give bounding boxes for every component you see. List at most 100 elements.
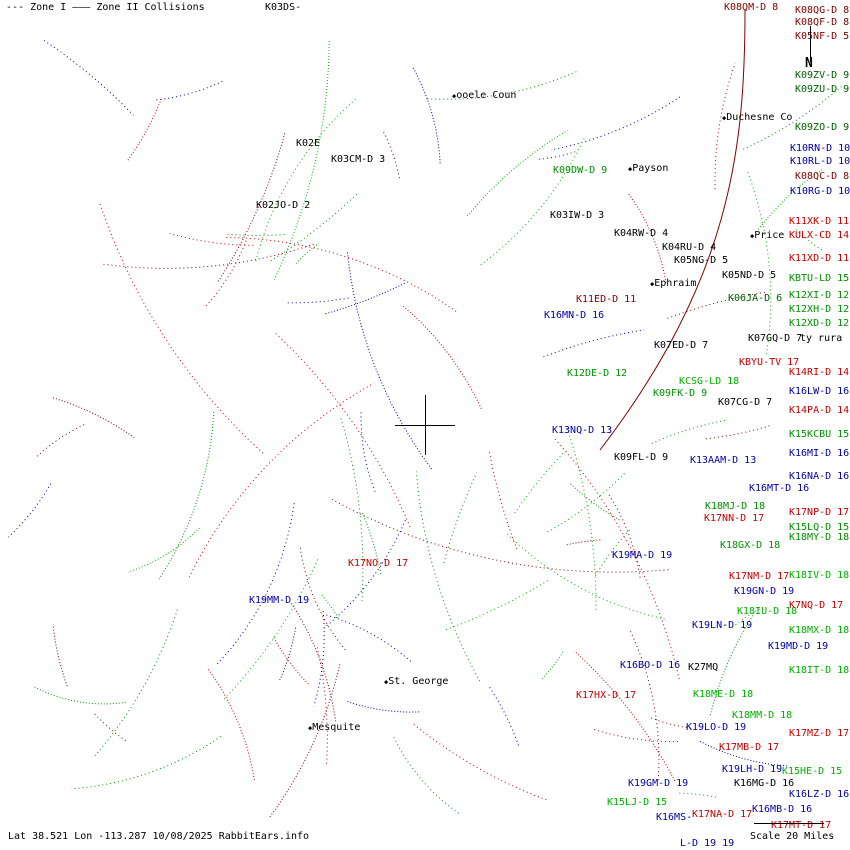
station-label[interactable]: K08QM-D 8 [724,2,779,13]
coverage-contour [325,282,405,315]
station-label[interactable]: K10RN-D 10 [790,143,850,154]
station-label[interactable]: K17MZ-D 17 [789,728,850,739]
station-label[interactable]: KBTU-LD 15 [789,273,850,284]
station-label[interactable]: K06JA-D 6 [728,293,783,304]
station-label[interactable]: K17NN-D 17 [704,513,765,524]
station-label[interactable]: K03DS- [265,2,302,13]
station-label[interactable]: K11ED-D 11 [576,294,637,305]
coverage-contour [285,297,349,304]
station-label[interactable]: K19LH-D 19 [722,764,783,775]
station-label[interactable]: K19MA-D 19 [612,550,673,561]
station-label[interactable]: K13AAM-D 13 [690,455,757,466]
station-label[interactable]: K09ZV-D 9 [795,70,850,81]
coverage-contour [383,131,401,180]
station-label[interactable]: K16LZ-D 16 [789,789,850,800]
station-label[interactable]: K11XD-D 11 [789,253,850,264]
station-label[interactable]: K04RU-D 4 [662,242,717,253]
station-label[interactable]: K09FL-D 9 [614,452,669,463]
station-label[interactable]: K18IT-D 18 [789,665,850,676]
station-label[interactable]: K09FK-D 9 [653,388,708,399]
station-label[interactable]: KULX-CD 14 [789,230,850,241]
station-label[interactable]: K11XK-D 11 [789,216,850,227]
station-label[interactable]: K14RI-D 14 [789,367,850,378]
station-label[interactable]: K17MB-D 17 [719,742,780,753]
station-label[interactable]: K14PA-D 14 [789,405,850,416]
station-label[interactable]: K19GN-D 19 [734,586,795,597]
station-label[interactable]: K07ED-D 7 [654,340,709,351]
station-label[interactable]: K10RL-D 10 [790,156,850,167]
coverage-contour [71,735,221,790]
station-label[interactable]: KBYU-TV 17 [739,357,800,368]
station-label[interactable]: K15HE-D 15 [782,766,843,777]
station-label[interactable]: K08QG-D 8 [795,5,850,16]
station-label[interactable]: K10RG-D 10 [790,186,850,197]
station-label[interactable]: K16BO-D 16 [620,660,681,671]
station-label[interactable]: K09ZO-D 9 [795,122,850,133]
station-label[interactable]: K19GM-D 19 [628,778,689,789]
coverage-contour [679,792,717,798]
station-label[interactable]: K19MD-D 19 [768,641,829,652]
station-label[interactable]: K15LJ-D 15 [607,797,668,808]
station-label[interactable]: K03IW-D 3 [550,210,605,221]
station-label[interactable]: K19MM-D 19 [249,595,310,606]
station-label[interactable]: K16MN-D 16 [544,310,605,321]
station-label[interactable]: K07CG-D 7 [718,397,773,408]
station-label[interactable]: K08QF-D 8 [795,17,850,28]
station-label[interactable]: K27MQ [688,662,719,673]
station-label[interactable]: K7NQ-D 17 [789,600,844,611]
station-label[interactable]: K18MM-D 18 [732,710,793,721]
station-label[interactable]: K19LN-D 19 [692,620,753,631]
station-label[interactable]: K18GX-D 18 [720,540,781,551]
station-label[interactable]: K05NF-D 5 [795,31,850,42]
station-label[interactable]: K02E [296,138,321,149]
station-label[interactable]: K17HX-D 17 [576,690,637,701]
station-label[interactable]: K12DE-D 12 [567,368,628,379]
station-label[interactable]: K09ZU-D 9 [795,84,850,95]
station-label[interactable]: K16MB-D 16 [752,804,813,815]
city-marker-icon: ◆ [308,724,313,732]
coverage-contour [361,512,382,576]
station-label[interactable]: K17NA-D 17 [692,809,753,820]
station-label[interactable]: K17NM-D 17 [729,571,790,582]
station-label[interactable]: K12XD-D 12 [789,318,850,329]
station-label[interactable]: K17MT-D 17 [771,820,832,831]
station-label[interactable]: K18MY-D 18 [789,532,850,543]
station-label[interactable]: K19LO-D 19 [686,722,747,733]
station-label[interactable]: K15KCBU 15 [789,429,850,440]
map-legend: --- Zone I ——— Zone II Collisions [6,2,205,13]
station-label[interactable]: K18IV-D 18 [789,570,850,581]
station-label[interactable]: K16MG-D 16 [734,778,795,789]
station-label[interactable]: K18ME-D 18 [693,689,754,700]
station-label[interactable]: K18IU-D 18 [737,606,798,617]
station-label[interactable]: K16LW-D 16 [789,386,850,397]
station-label[interactable]: K02JO-D 2 [256,200,311,211]
station-label[interactable]: K12XH-D 12 [789,304,850,315]
station-label[interactable]: K16NA-D 16 [789,471,850,482]
station-label[interactable]: K04RW-D 4 [614,228,669,239]
coverage-contour [704,425,770,440]
station-label[interactable]: K17NP-D 17 [789,507,850,518]
station-label[interactable]: K16MS- [656,812,693,823]
station-label[interactable]: KCSG-LD 18 [679,376,740,387]
coverage-contour [593,728,678,743]
station-label[interactable]: K17NO-D 17 [348,558,409,569]
coverage-contour [273,40,330,280]
station-label[interactable]: K09DW-D 9 [553,165,608,176]
station-label[interactable]: K07GQ-D 7 [748,333,803,344]
station-label[interactable]: K13NQ-D 13 [552,425,613,436]
station-label[interactable]: K08QC-D 8 [795,171,850,182]
station-label[interactable]: K16MT-D 16 [749,483,810,494]
station-label[interactable]: K16MI-D 16 [789,448,850,459]
station-label[interactable]: K05NG-D 5 [674,255,729,266]
station-label[interactable]: K12XI-D 12 [789,290,850,301]
station-label[interactable]: K03CM-D 3 [331,154,386,165]
station-label[interactable]: K18MX-D 18 [789,625,850,636]
station-label[interactable]: K05ND-D 5 [722,270,777,281]
station-label[interactable]: K15LQ-D 15 [789,522,850,533]
coverage-contour [566,427,597,613]
coverage-contour [102,243,314,269]
station-label[interactable]: L-D 19 19 [680,838,735,849]
station-label[interactable]: K18MJ-D 18 [705,501,766,512]
